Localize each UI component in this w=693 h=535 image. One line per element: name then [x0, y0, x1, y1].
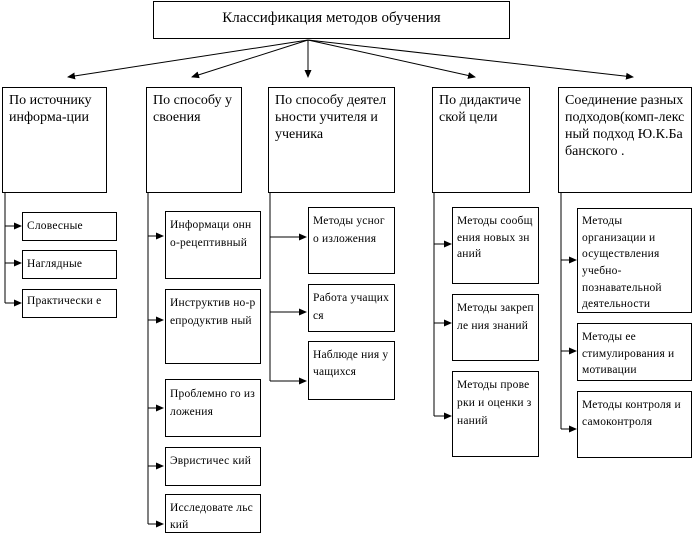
- method-box: Наблюде ния учащихся: [308, 341, 395, 400]
- method-box: Исследовате льский: [165, 494, 261, 533]
- column-heading-activity: По способу деятельности учителя и ученик…: [268, 87, 395, 193]
- method-box: Методы ее стимулирования и мотивации: [577, 323, 692, 381]
- method-box: Словесные: [22, 212, 117, 241]
- arrow-to-col-5: [307, 39, 634, 80]
- method-box: Методы усного изложения: [308, 207, 395, 274]
- column-heading-didactic-goal: По дидактиче ской цели: [432, 87, 530, 193]
- column-heading-combined: Соединение разных подходов(комп-лексный …: [558, 87, 692, 193]
- method-box: Методы сообщения новых знаний: [452, 207, 539, 284]
- method-box: Практически е: [22, 289, 117, 318]
- method-box: Работа учащихся: [308, 284, 395, 332]
- method-box: Инструктив но-репродуктив ный: [165, 289, 261, 364]
- method-box: Информаци онно-рецептивный: [165, 211, 261, 279]
- method-box: Методы организации и осуществления учебн…: [577, 208, 692, 313]
- arrow-to-col-4: [307, 39, 476, 79]
- arrow-to-col-1: [67, 39, 309, 80]
- method-box: Методы закрепле ния знаний: [452, 294, 539, 361]
- diagram-title: Классификация методов обучения: [153, 1, 510, 39]
- column-heading-source: По источнику информа-ции: [2, 87, 107, 193]
- method-box: Методы проверки и оценки знаний: [452, 371, 539, 457]
- method-box: Наглядные: [22, 250, 117, 279]
- method-box: Эвристичес кий: [165, 447, 261, 486]
- column-heading-assimilation: По способу усвоения: [146, 87, 242, 193]
- method-box: Методы контроля и самоконтроля: [577, 391, 692, 458]
- arrow-to-col-2: [191, 39, 309, 79]
- method-box: Проблемно го изложения: [165, 379, 261, 437]
